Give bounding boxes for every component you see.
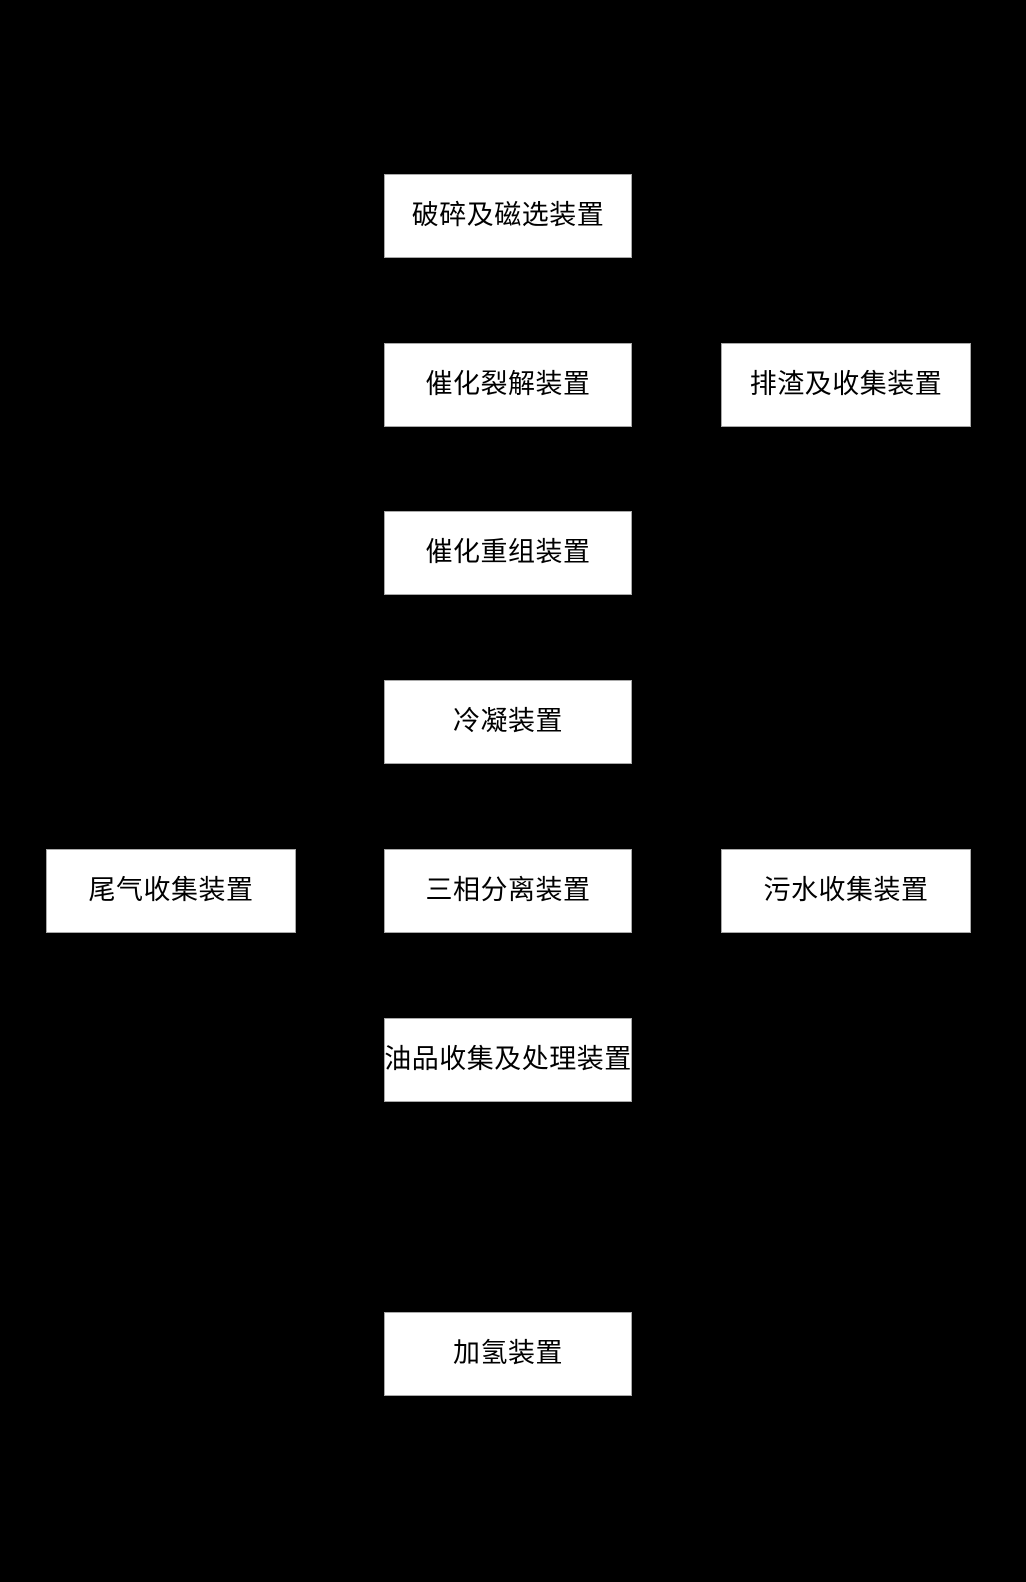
- node-label: 冷凝装置: [453, 706, 563, 738]
- arrowhead-separation-to-oil: [502, 1008, 514, 1018]
- node-label: 污水收集装置: [763, 875, 929, 907]
- arrowhead-oil-to-hydrogenation: [502, 1302, 514, 1312]
- node-label: 破碎及磁选装置: [411, 200, 605, 232]
- node-label: 催化裂解装置: [425, 369, 591, 401]
- arrowhead-cracking-to-reforming: [502, 501, 514, 511]
- connector-cracking-to-slag: [632, 384, 711, 386]
- connector-oil-to-hydrogenation: [507, 1102, 509, 1302]
- connector-condensation-to-separation: [507, 764, 509, 839]
- node-label: 油品收集及处理装置: [384, 1044, 632, 1076]
- node-catalytic-reforming[interactable]: 催化重组装置: [384, 511, 632, 595]
- arrowhead-reforming-to-condensation: [502, 670, 514, 680]
- connector-crush-to-cracking: [507, 258, 509, 333]
- node-label: 排渣及收集装置: [749, 369, 943, 401]
- node-catalytic-cracking[interactable]: 催化裂解装置: [384, 343, 632, 427]
- node-slag-discharge-collection[interactable]: 排渣及收集装置: [721, 343, 971, 427]
- arrowhead-cracking-to-slag: [711, 379, 721, 391]
- connector-separation-to-oil: [507, 933, 509, 1008]
- node-wastewater-collection[interactable]: 污水收集装置: [721, 849, 971, 933]
- node-label: 尾气收集装置: [88, 875, 254, 907]
- node-crush-magnetic-separation[interactable]: 破碎及磁选装置: [384, 174, 632, 258]
- node-exhaust-gas-collection[interactable]: 尾气收集装置: [46, 849, 296, 933]
- connector-cracking-to-reforming: [507, 427, 509, 501]
- arrowhead-condensation-to-separation: [502, 839, 514, 849]
- node-label: 催化重组装置: [425, 537, 591, 569]
- node-three-phase-separation[interactable]: 三相分离装置: [384, 849, 632, 933]
- connector-reforming-to-condensation: [507, 595, 509, 670]
- connector-separation-to-exhaust: [306, 890, 384, 892]
- node-hydrogenation[interactable]: 加氢装置: [384, 1312, 632, 1396]
- arrowhead-separation-to-wastewater: [711, 885, 721, 897]
- node-condensation[interactable]: 冷凝装置: [384, 680, 632, 764]
- node-oil-collection-treatment[interactable]: 油品收集及处理装置: [384, 1018, 632, 1102]
- arrowhead-crush-to-cracking: [502, 333, 514, 343]
- node-label: 加氢装置: [453, 1338, 563, 1370]
- arrowhead-separation-to-exhaust: [296, 885, 306, 897]
- connector-separation-to-wastewater: [632, 890, 711, 892]
- node-label: 三相分离装置: [425, 875, 591, 907]
